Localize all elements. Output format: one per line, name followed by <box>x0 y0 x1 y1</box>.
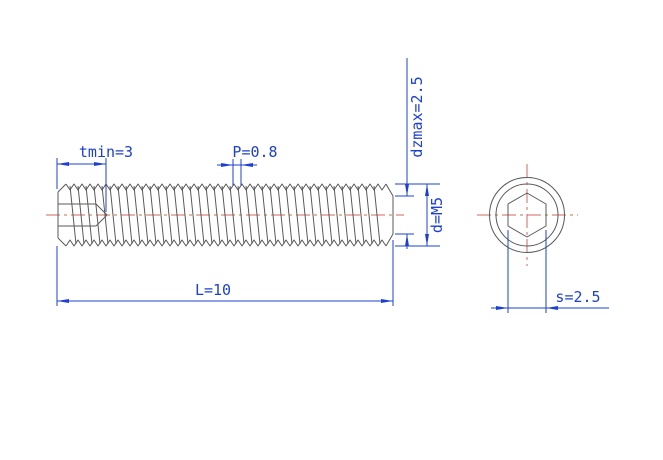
screw-side-view <box>57 183 394 247</box>
right-chamfer-top <box>385 183 394 197</box>
right-chamfer-bottom <box>385 233 394 247</box>
length-label: L=10 <box>195 281 231 299</box>
dimension-d: d=M5 <box>395 183 446 247</box>
s-label: s=2.5 <box>555 288 600 306</box>
dimension-length: L=10 <box>56 240 394 306</box>
dimension-pitch: P=0.8 <box>217 143 278 186</box>
outer-diameter-circle <box>489 177 565 253</box>
hex-socket <box>507 192 547 238</box>
dimension-s: s=2.5 <box>491 230 609 313</box>
pitch-label: P=0.8 <box>232 143 277 161</box>
thread-lines <box>65 183 387 247</box>
chamfer-circle <box>495 183 559 247</box>
left-chamfer-top <box>57 183 67 193</box>
screw-end-view <box>489 177 565 253</box>
dimension-dzmax: dzmax=2.5 <box>395 58 426 249</box>
dimension-tmin: tmin=3 <box>56 143 133 212</box>
socket-cone-top <box>95 203 108 216</box>
centerlines <box>46 164 578 266</box>
tmin-label: tmin=3 <box>79 143 133 161</box>
d-label: d=M5 <box>428 197 446 233</box>
dz-label: dzmax=2.5 <box>408 76 426 157</box>
left-chamfer-bottom <box>57 237 67 247</box>
